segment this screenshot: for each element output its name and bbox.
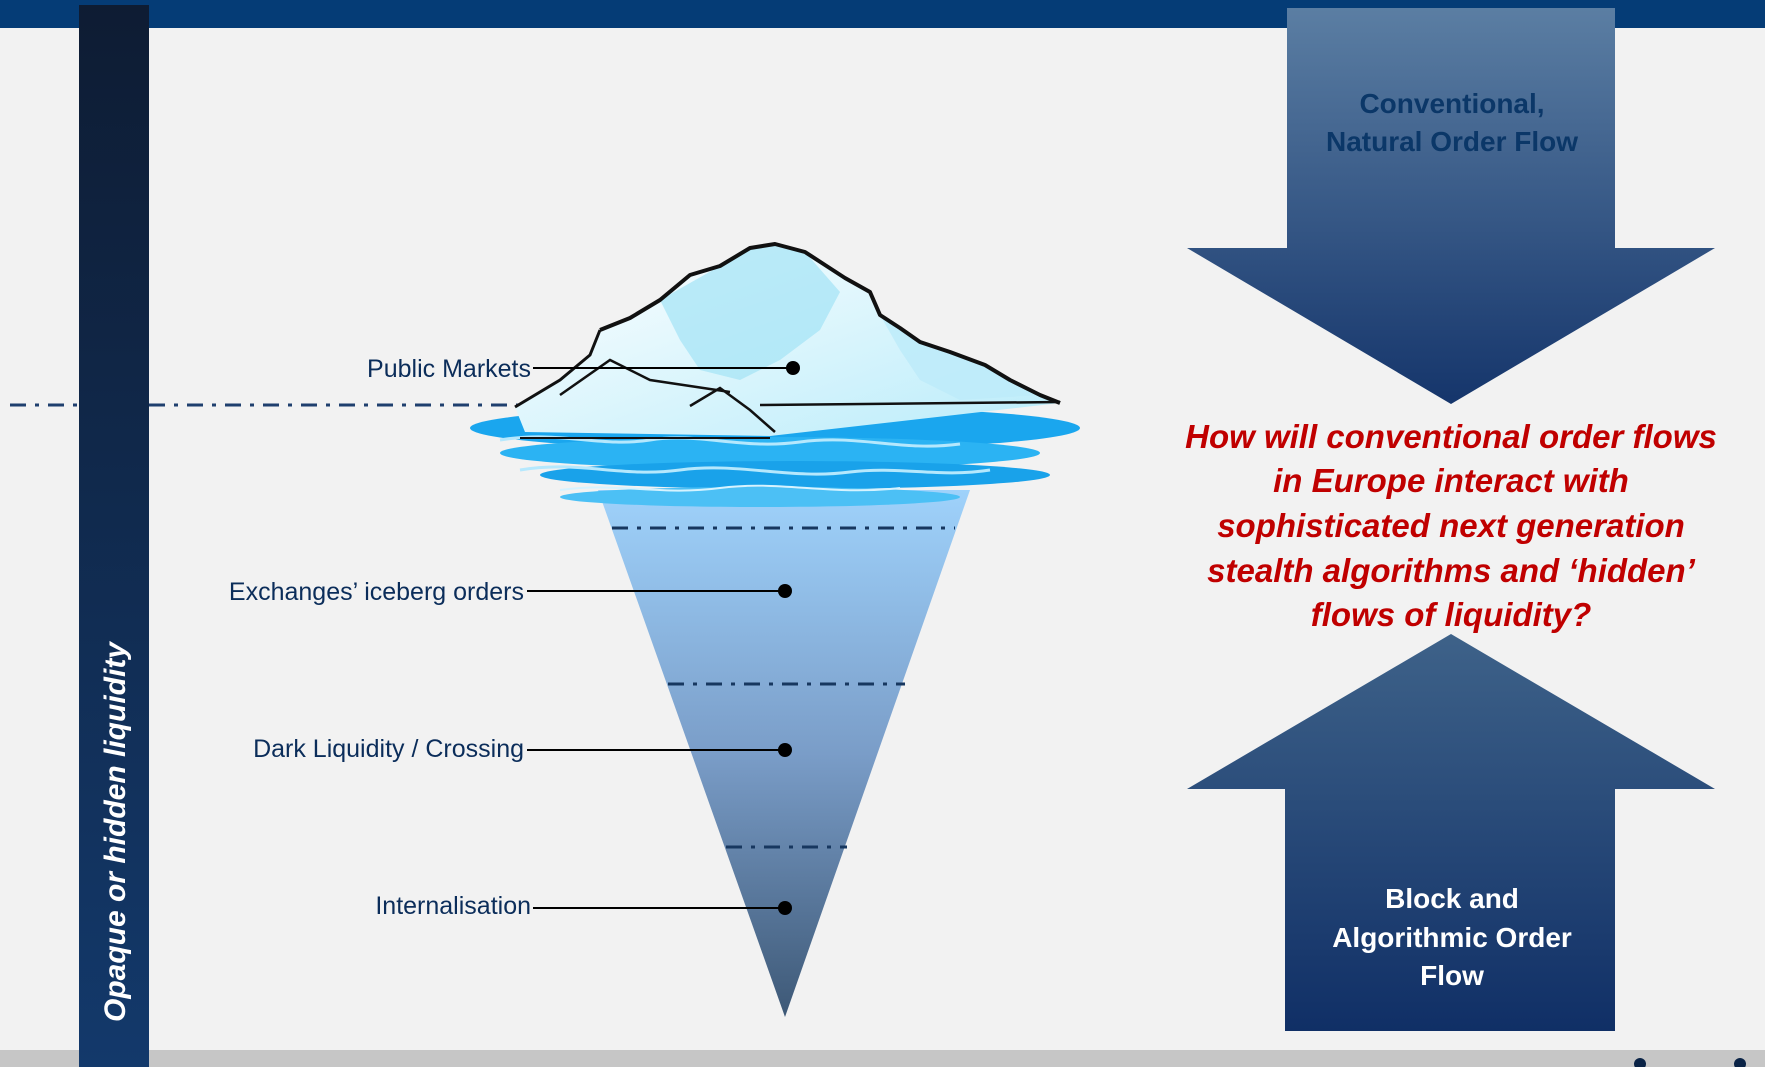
- bullet-dot: [778, 743, 792, 757]
- arrow-label: Natural Order Flow: [1326, 126, 1578, 157]
- arrow-label: Block and: [1385, 883, 1519, 914]
- question-line: sophisticated next generation: [1217, 507, 1685, 544]
- footer-dot: [1734, 1058, 1746, 1067]
- bullet-dot: [778, 584, 792, 598]
- arrow-label: Conventional,: [1359, 88, 1544, 119]
- question-line: stealth algorithms and ‘hidden’: [1207, 552, 1696, 589]
- layer-label: Dark Liquidity / Crossing: [253, 735, 524, 763]
- layer-callout-iceberg-orders: Exchanges’ iceberg orders: [229, 578, 792, 606]
- footer-dot: [1634, 1058, 1646, 1067]
- iceberg-tip: [514, 242, 1061, 439]
- question-callout: How will conventional order flows in Eur…: [1185, 418, 1717, 633]
- layer-label: Exchanges’ iceberg orders: [229, 578, 524, 606]
- bullet-dot: [778, 901, 792, 915]
- arrow-label: Flow: [1420, 960, 1484, 991]
- layer-callout-dark-liquidity: Dark Liquidity / Crossing: [253, 735, 792, 763]
- question-line: How will conventional order flows: [1185, 418, 1717, 455]
- question-line: in Europe interact with: [1273, 462, 1629, 499]
- arrow-label: Algorithmic Order: [1332, 922, 1572, 953]
- question-line: flows of liquidity?: [1311, 596, 1591, 633]
- sidebar-label: Opaque or hidden liquidity: [99, 641, 132, 1022]
- arrow-block-algorithmic-flow: Block and Algorithmic Order Flow: [1187, 634, 1715, 1031]
- footer-bar: [0, 1050, 1765, 1067]
- layer-callout-public-markets: Public Markets: [367, 355, 800, 383]
- sidebar-bar: [79, 5, 149, 1067]
- layer-callout-internalisation: Internalisation: [375, 892, 792, 920]
- layer-label: Public Markets: [367, 355, 531, 383]
- layer-label: Internalisation: [375, 892, 531, 920]
- arrow-conventional-flow: Conventional, Natural Order Flow: [1187, 8, 1715, 404]
- bullet-dot: [786, 361, 800, 375]
